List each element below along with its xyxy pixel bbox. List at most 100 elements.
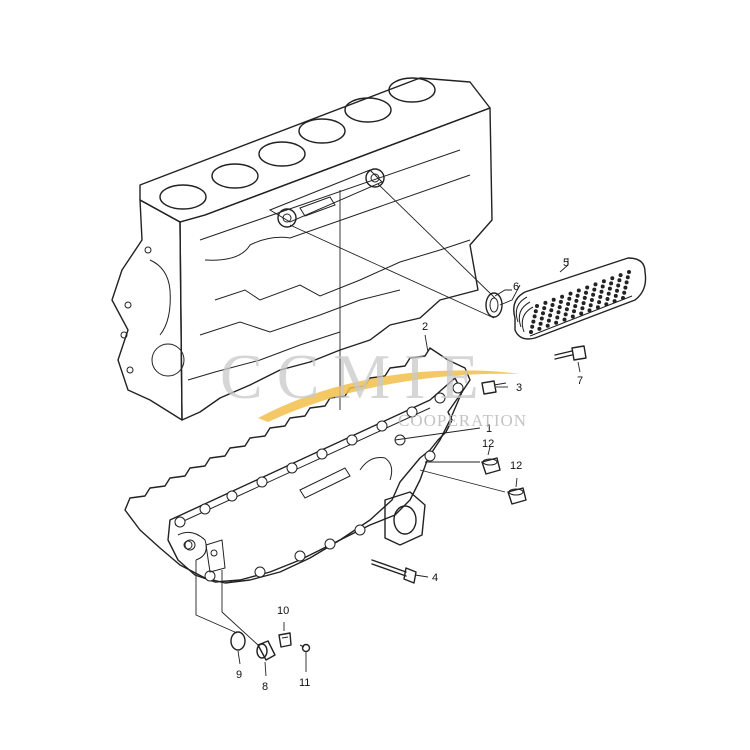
cooler-perforation xyxy=(601,279,606,284)
cooler-perforation xyxy=(588,303,593,308)
cooler-perforation xyxy=(622,290,627,295)
cooler-perforation xyxy=(542,306,547,311)
callout-1: 1 xyxy=(486,423,492,435)
cooler-perforation xyxy=(589,298,594,302)
cover-bolt-long xyxy=(371,559,417,584)
cooler-perforation xyxy=(531,319,536,324)
oil-cooler-gasket xyxy=(124,347,471,584)
cooler-perforation xyxy=(549,308,554,313)
cooler-perforation xyxy=(546,318,551,323)
cooler-perforation xyxy=(610,276,615,281)
cooler-perforation xyxy=(615,288,619,293)
callout-12-upper: 12 xyxy=(482,438,494,450)
oil-cooler-cover xyxy=(167,377,464,583)
cooler-perforation xyxy=(570,314,575,319)
cooler-perforation xyxy=(593,282,598,287)
plug-upper xyxy=(481,457,501,475)
leader-lines xyxy=(195,183,581,677)
cooler-perforation xyxy=(597,300,602,305)
cooler-perforation xyxy=(562,317,567,322)
cooler-perforation xyxy=(579,311,584,316)
cooler-perforation xyxy=(607,286,612,291)
cooler-perforation xyxy=(532,314,537,319)
cooler-perforation xyxy=(584,290,588,295)
cooler-perforation xyxy=(574,298,579,303)
screw xyxy=(299,643,311,653)
callout-8: 8 xyxy=(262,681,268,693)
cooler-perforation xyxy=(557,305,562,310)
watermark-subtext: COOPERATION xyxy=(398,411,527,430)
callout-11: 11 xyxy=(299,677,310,689)
cooler-perforation xyxy=(592,287,597,292)
cooler-perforation xyxy=(545,323,550,328)
cooler-perforation xyxy=(543,300,548,305)
drain-ring xyxy=(230,631,246,651)
callout-2: 2 xyxy=(422,321,428,333)
cooler-perforation xyxy=(627,270,631,274)
clip xyxy=(278,632,292,648)
cooler-perforation xyxy=(530,324,535,329)
cooler-perforation xyxy=(580,306,585,311)
cooler-perforation xyxy=(598,294,603,299)
cooler-perforation xyxy=(616,283,621,288)
cooler-perforation xyxy=(551,297,556,302)
cooler-perforation xyxy=(535,304,539,308)
cooler-perforation xyxy=(573,304,578,309)
cooler-perforation xyxy=(625,275,630,280)
ccmie-watermark: CCMIE COOPERATION xyxy=(220,341,527,430)
cooler-perforation xyxy=(560,294,565,299)
cooler-perforation xyxy=(537,326,542,331)
cooler-perforation xyxy=(572,309,576,314)
cooler-perforation xyxy=(612,299,617,304)
cooler-perforation xyxy=(554,320,559,325)
watermark-swoosh xyxy=(258,370,520,422)
callout-4: 4 xyxy=(432,572,438,584)
engine-block xyxy=(111,77,493,421)
cooler-perforation xyxy=(613,293,618,298)
cooler-perforation xyxy=(591,292,596,297)
cooler-perforation xyxy=(600,284,605,289)
callout-12-lower: 12 xyxy=(510,460,522,472)
cooler-perforation xyxy=(582,295,587,300)
cooler-perforation xyxy=(587,308,592,313)
watermark-text: CCMIE xyxy=(220,341,493,412)
cooler-perforation xyxy=(558,299,563,304)
cooler-perforation xyxy=(556,310,561,315)
cooler-perforation xyxy=(621,296,625,300)
callout-9: 9 xyxy=(236,669,242,681)
seal-ring xyxy=(485,292,503,318)
cooler-perforation xyxy=(563,312,568,317)
callout-7: 7 xyxy=(577,375,583,387)
cooler-perforation xyxy=(585,285,590,290)
cooler-perforation xyxy=(605,297,610,301)
cooler-perforation xyxy=(617,278,622,283)
cooler-perforation xyxy=(568,291,573,296)
cooler-perforation xyxy=(564,307,569,312)
cooler-perforation xyxy=(533,309,538,314)
cooler-perforation xyxy=(550,303,555,307)
cooler-perforation xyxy=(575,293,580,298)
cooler-perforation xyxy=(599,289,604,294)
cooler-perforation xyxy=(609,281,614,286)
cooler-perforation xyxy=(581,301,586,306)
callout-10: 10 xyxy=(277,605,289,617)
cooler-bolt xyxy=(554,345,587,361)
plug-lower xyxy=(507,487,527,505)
cooler-perforation xyxy=(604,302,609,307)
cooler-perforation xyxy=(576,288,581,293)
callout-5: 5 xyxy=(563,257,569,269)
callout-labels: 2 5 6 7 3 1 12 12 4 10 9 8 11 xyxy=(236,257,583,693)
cooler-perforation xyxy=(618,273,623,278)
drain-plug xyxy=(256,640,276,661)
cooler-perforation xyxy=(555,315,560,320)
cover-bolt-short xyxy=(481,380,507,395)
cooler-perforation xyxy=(595,305,600,310)
cooler-perforation xyxy=(539,316,544,321)
callout-6: 6 xyxy=(513,281,519,293)
oil-cooler-core xyxy=(513,257,647,340)
cooler-perforation xyxy=(623,285,628,290)
cooler-perforation xyxy=(566,302,571,306)
cooler-perforation xyxy=(606,291,611,296)
